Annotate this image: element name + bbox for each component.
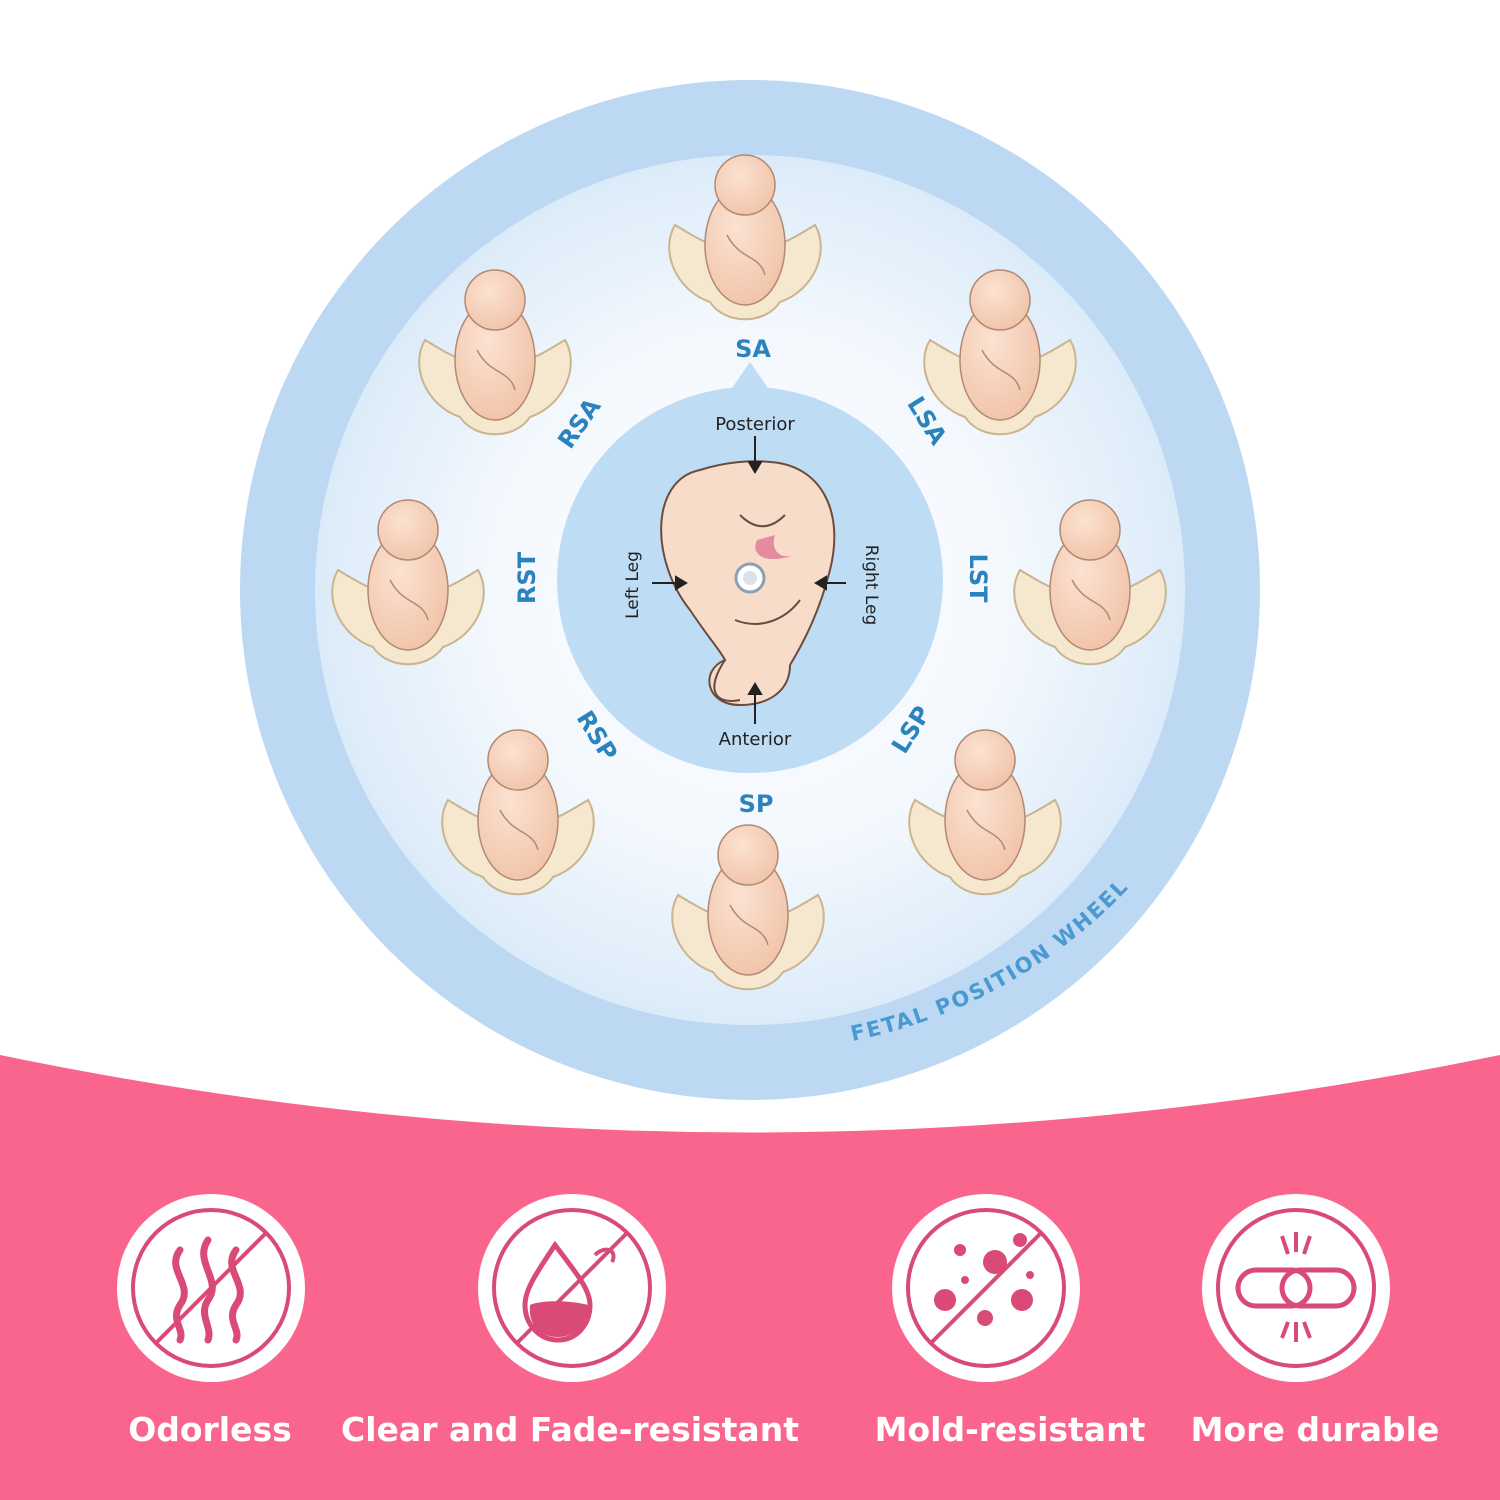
fade-resistant-icon [478, 1194, 666, 1382]
position-label-lst: LST [964, 554, 992, 604]
baby-illustration-rst [331, 499, 485, 666]
baby-illustration-sp [671, 824, 825, 991]
baby-illustration-lsp [908, 729, 1062, 896]
feature-label-mold-resistant: Mold-resistant [874, 1410, 1146, 1449]
baby-illustration-rsp [441, 729, 595, 896]
feature-label-fade-resistant: Clear and Fade-resistant [341, 1410, 799, 1449]
center-arrows [652, 436, 846, 724]
durable-icon [1202, 1194, 1390, 1382]
mold-resistant-icon [892, 1194, 1080, 1382]
posterior-label: Posterior [715, 414, 795, 435]
pink-footer-band [0, 1055, 1500, 1500]
position-label-rst: RST [513, 551, 541, 604]
feature-label-odorless: Odorless [128, 1410, 292, 1449]
position-label-sa: SA [735, 335, 771, 363]
baby-illustration-sa [668, 154, 822, 321]
center-pointer [732, 362, 768, 388]
feature-label-durable: More durable [1190, 1410, 1440, 1449]
baby-illustration-lsa [923, 269, 1077, 436]
baby-illustration-rsa [418, 269, 572, 436]
anterior-label: Anterior [719, 729, 792, 750]
baby-illustration-lst [1013, 499, 1167, 666]
center-breech-illustration [660, 460, 836, 707]
right-leg-label: Right Leg [861, 545, 881, 626]
position-label-sp: SP [739, 790, 774, 818]
odorless-icon [117, 1194, 305, 1382]
left-leg-label: Left Leg [623, 551, 643, 619]
